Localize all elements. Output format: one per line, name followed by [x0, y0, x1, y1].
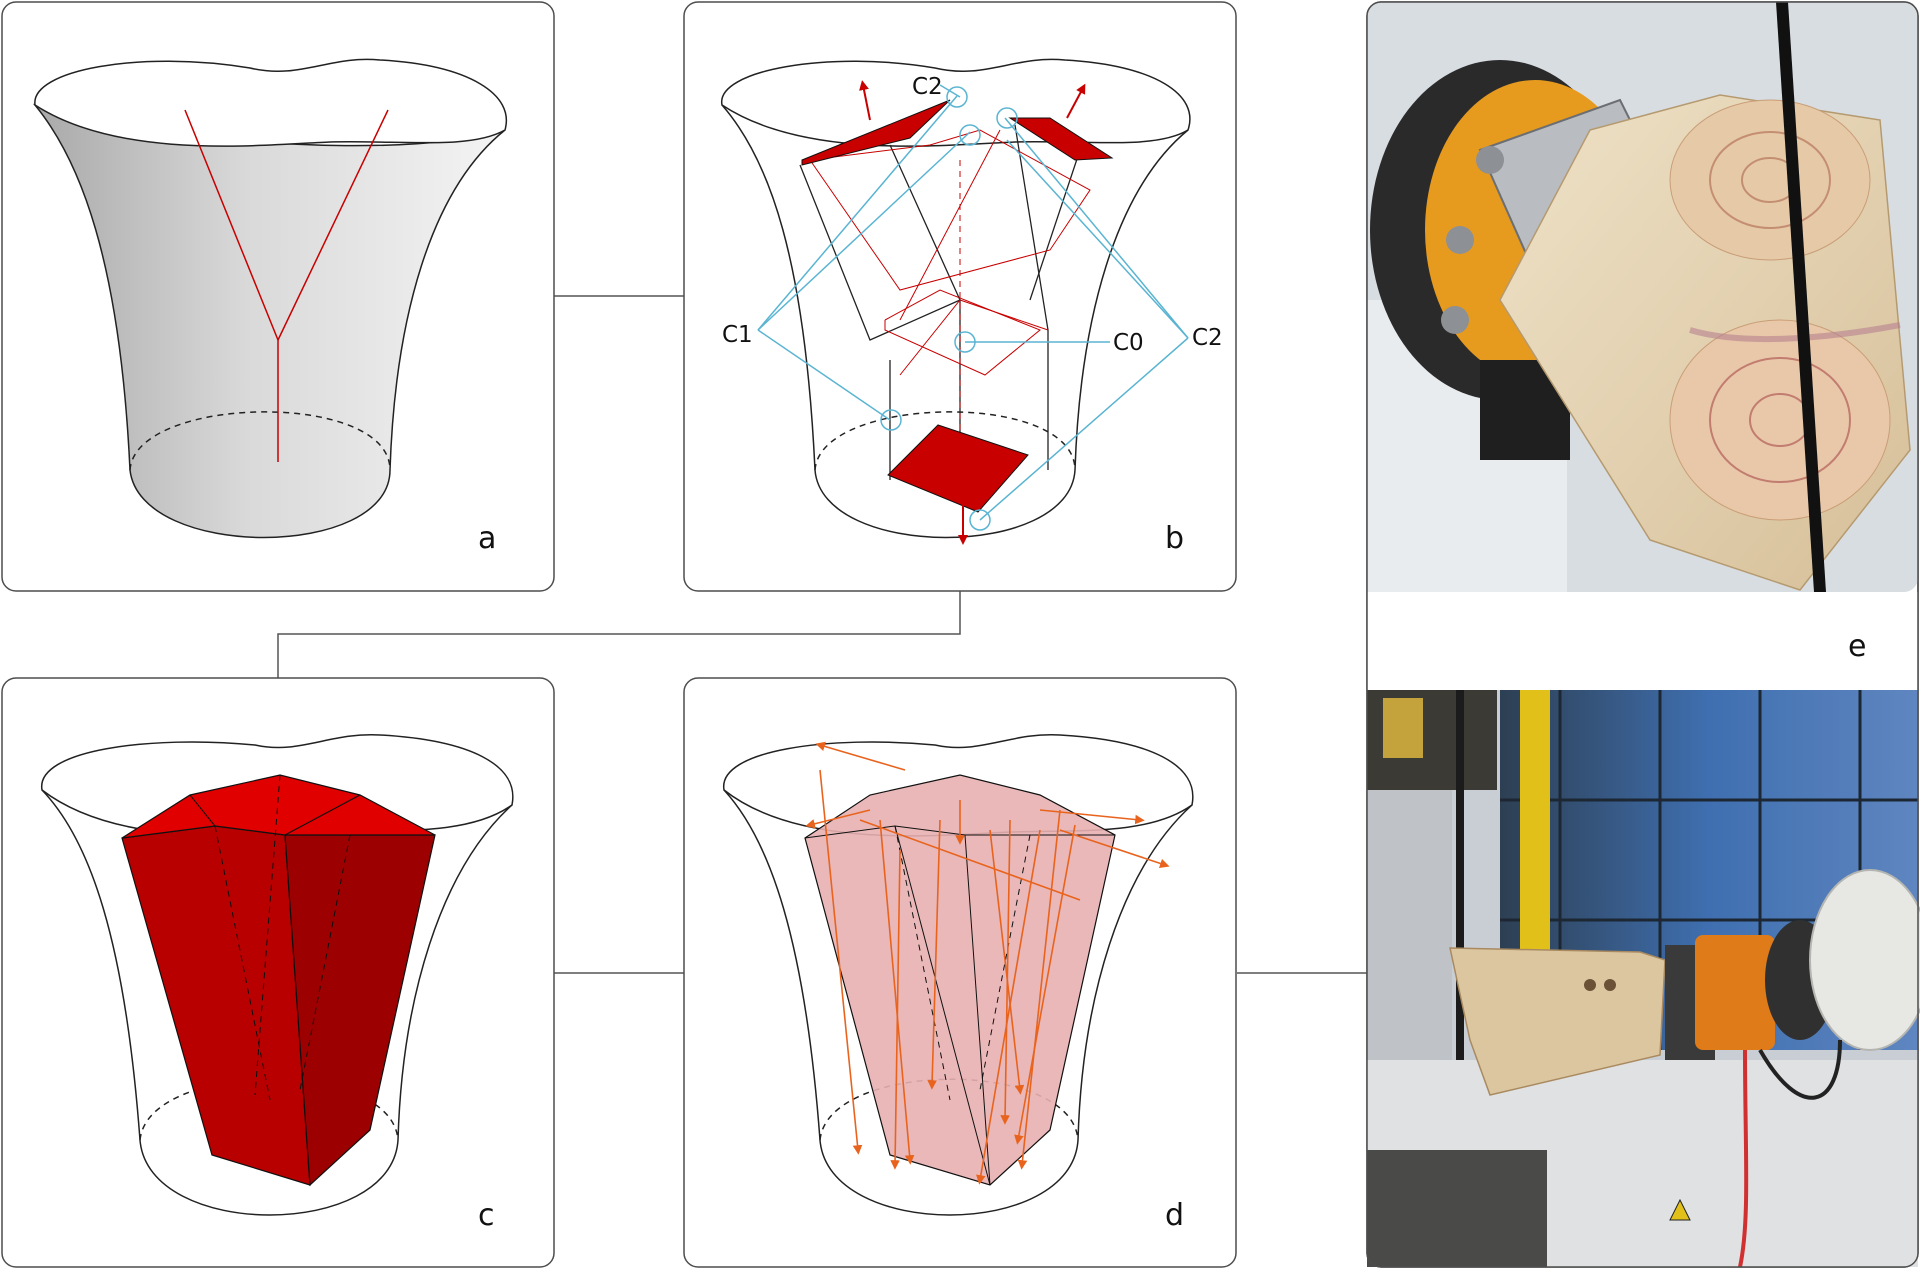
panel-d: d	[683, 677, 1237, 1268]
carved-solid-edges	[189, 774, 361, 1101]
photo-separator	[1367, 592, 1918, 690]
cut-plane-bottom	[887, 424, 1029, 513]
panel-c-label: c	[478, 1198, 495, 1233]
cut-plane-top-right	[1008, 117, 1114, 161]
connector-lines	[277, 295, 1367, 974]
vessel-outline	[723, 789, 1193, 1216]
panel-b-label: b	[1165, 521, 1184, 556]
callout-label-c2-top: C2	[912, 74, 943, 100]
red-construction-lines	[809, 129, 1091, 470]
vessel-top-rim	[721, 58, 1191, 147]
panel-b: C2 C1 C0 C2 b	[683, 1, 1237, 592]
vessel-bottom-hidden-edge	[129, 411, 391, 471]
callout-label-c2-right: C2	[1192, 325, 1223, 351]
vessel-top-rim	[34, 58, 508, 147]
panel-a-label: a	[478, 521, 496, 556]
vessel-bottom-hidden-edge	[814, 411, 1076, 471]
carved-solid-top	[121, 774, 436, 839]
callout-label-c1: C1	[722, 322, 753, 348]
callout-label-c0: C0	[1113, 330, 1144, 356]
y-branch-axes	[184, 109, 389, 462]
callout-lines	[757, 84, 1189, 521]
panel-d-label: d	[1165, 1198, 1184, 1233]
panel-c: c	[1, 677, 555, 1268]
carved-solid-edges	[804, 825, 1115, 1186]
cut-plane-top-left	[801, 99, 951, 166]
photo-robot-wood-closeup	[1367, 2, 1918, 592]
cut-direction-arrows	[859, 80, 1086, 545]
vessel-outline	[41, 789, 513, 1216]
photo-robot-bandsaw-workshop	[1367, 690, 1920, 1268]
panel-a: a	[1, 1, 555, 592]
vessel-outline	[721, 104, 1189, 539]
tool-path-arrows	[805, 741, 1170, 1185]
panel-e: e	[1366, 1, 1920, 1268]
panel-e-label-visible: e	[1848, 629, 1866, 664]
callout-circles	[880, 86, 1018, 531]
